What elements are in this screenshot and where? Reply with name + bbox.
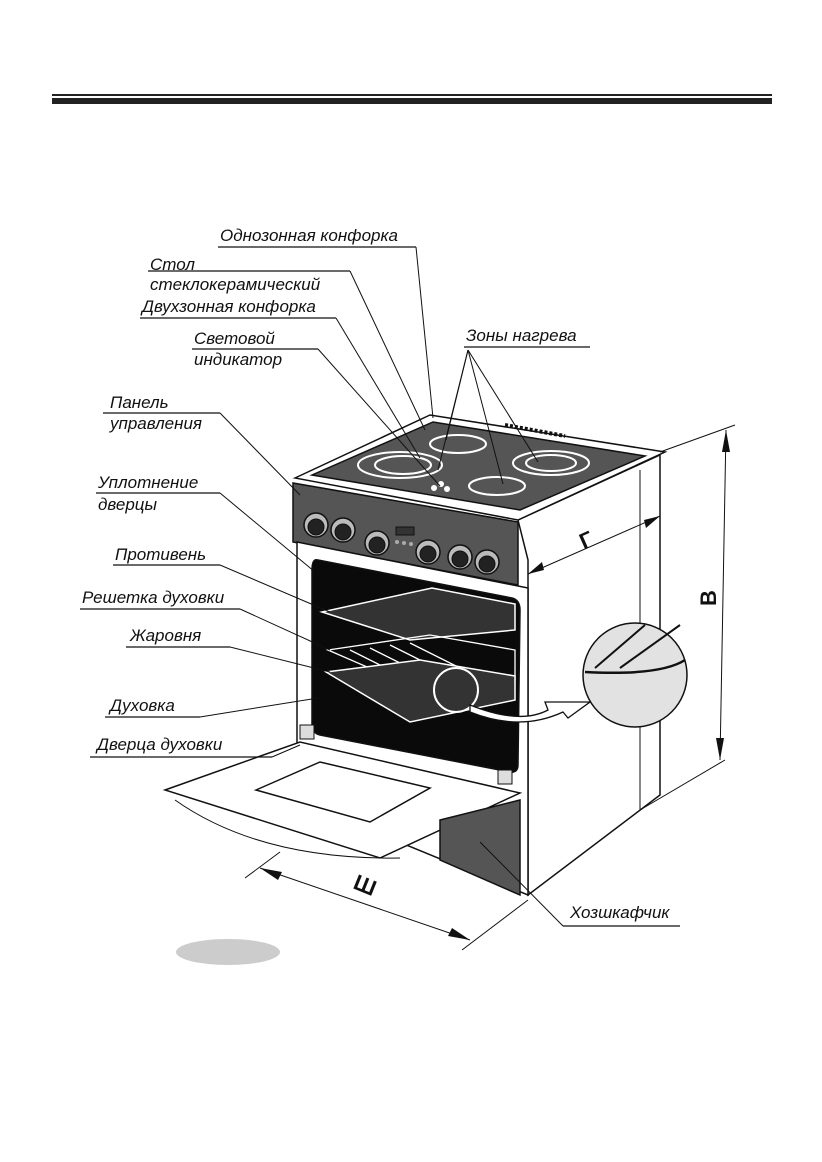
svg-text:Противень: Противень	[115, 545, 206, 564]
dimension-height-label: В	[696, 590, 721, 606]
stove-body	[162, 414, 668, 897]
label-glass-ceramic-top: Стол стеклокерамический	[148, 255, 426, 431]
dimension-height: В	[639, 424, 736, 811]
burner-dual-zone	[357, 451, 443, 479]
burner-single-zone-front	[468, 476, 526, 496]
svg-text:индикатор: индикатор	[194, 350, 282, 369]
control-knobs	[303, 512, 500, 575]
header-rule-thick	[52, 98, 772, 104]
knob-5	[447, 544, 473, 570]
door-hinge-left	[299, 724, 315, 740]
svg-text:Уплотнение: Уплотнение	[97, 473, 198, 492]
burner-single-zone-rear	[429, 434, 487, 454]
svg-text:управления: управления	[109, 414, 202, 433]
label-light-indicator: Световой индикатор	[192, 329, 441, 487]
svg-text:Стол: Стол	[150, 255, 195, 274]
detail-source-circle	[433, 667, 479, 713]
svg-text:Хозшкафчик: Хозшкафчик	[569, 903, 670, 922]
storage-drawer	[439, 799, 521, 897]
svg-text:дверцы: дверцы	[98, 495, 158, 514]
door-swing-arc	[174, 799, 401, 859]
svg-text:Однозонная конфорка: Однозонная конфорка	[220, 226, 398, 245]
label-dual-zone-burner: Двухзонная конфорка	[140, 297, 421, 459]
svg-text:стеклокерамический: стеклокерамический	[150, 275, 321, 294]
door-hinge-right	[497, 769, 513, 785]
baking-tray	[319, 587, 516, 641]
knob-1	[303, 512, 329, 538]
knob-4	[415, 539, 441, 565]
label-control-panel: Панель управления	[103, 393, 301, 496]
label-roasting-pan: Жаровня	[126, 626, 331, 673]
label-baking-tray: Противень	[113, 545, 331, 613]
label-oven: Духовка	[105, 696, 319, 718]
timer-display	[395, 526, 415, 536]
label-single-zone-burner: Однозонная конфорка	[218, 226, 434, 419]
knob-2	[330, 517, 356, 543]
panel-indicator-lights	[395, 540, 413, 546]
glass-ceramic-top	[309, 421, 648, 511]
vent-slots	[504, 423, 566, 438]
header-rule-thin	[52, 94, 772, 96]
dimension-width-label: Ш	[350, 869, 380, 900]
detail-magnifier	[582, 622, 688, 728]
label-door-seal: Уплотнение дверцы	[96, 473, 316, 573]
svg-text:Дверца духовки: Дверца духовки	[95, 735, 223, 754]
page-number-badge	[176, 939, 280, 965]
svg-text:Решетка духовки: Решетка духовки	[82, 588, 225, 607]
label-oven-rack: Решетка духовки	[80, 588, 331, 651]
burner-dual-zone-right	[512, 450, 590, 476]
svg-text:Панель: Панель	[110, 393, 169, 412]
knob-6	[474, 549, 500, 575]
label-storage-drawer: Хозшкафчик	[479, 841, 680, 927]
roasting-pan	[323, 659, 516, 723]
svg-text:Жаровня: Жаровня	[129, 626, 201, 645]
rack-detail-callout	[433, 622, 688, 728]
svg-text:Двухзонная конфорка: Двухзонная конфорка	[140, 297, 316, 316]
door-glass	[253, 761, 433, 823]
svg-text:Зоны нагрева: Зоны нагрева	[466, 326, 577, 345]
knob-3	[364, 530, 390, 556]
label-heating-zones: Зоны нагрева	[437, 326, 590, 485]
detail-arrow	[469, 701, 592, 723]
label-oven-door: Дверца духовки	[90, 735, 301, 758]
svg-text:Световой: Световой	[194, 329, 275, 348]
svg-text:Духовка: Духовка	[108, 696, 175, 715]
